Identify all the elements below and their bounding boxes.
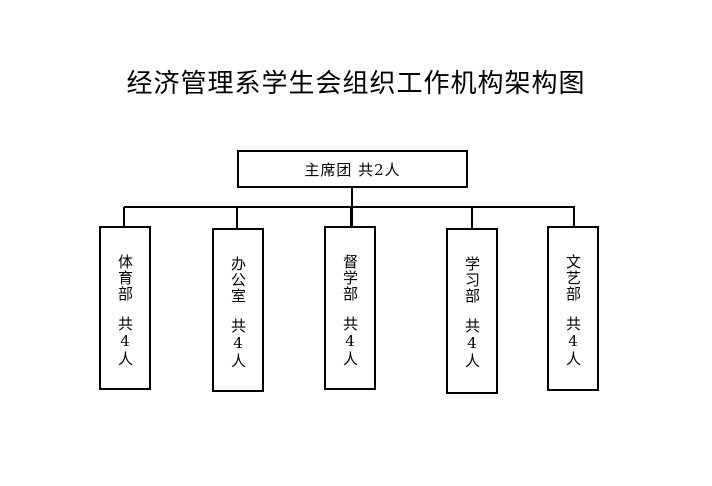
department-count: 共4人 <box>341 316 359 367</box>
department-box-study: 学习部 共4人 <box>446 228 498 394</box>
department-name: 体育部 <box>116 254 134 302</box>
department-name: 学习部 <box>463 256 481 304</box>
department-box-office: 办公室 共4人 <box>212 228 264 392</box>
department-name: 督学部 <box>341 254 359 302</box>
department-count: 共4人 <box>229 318 247 369</box>
department-name: 文艺部 <box>564 254 582 302</box>
department-count: 共4人 <box>116 316 134 367</box>
department-box-sports: 体育部 共4人 <box>99 226 151 390</box>
presidium-label: 主席团 共2人 <box>304 160 401 179</box>
department-box-supervision: 督学部 共4人 <box>324 226 376 390</box>
department-name: 办公室 <box>229 256 247 304</box>
department-count: 共4人 <box>564 316 582 367</box>
department-box-arts: 文艺部 共4人 <box>547 226 599 391</box>
department-count: 共4人 <box>463 318 481 369</box>
presidium-box: 主席团 共2人 <box>237 150 468 188</box>
chart-title: 经济管理系学生会组织工作机构架构图 <box>126 69 586 99</box>
